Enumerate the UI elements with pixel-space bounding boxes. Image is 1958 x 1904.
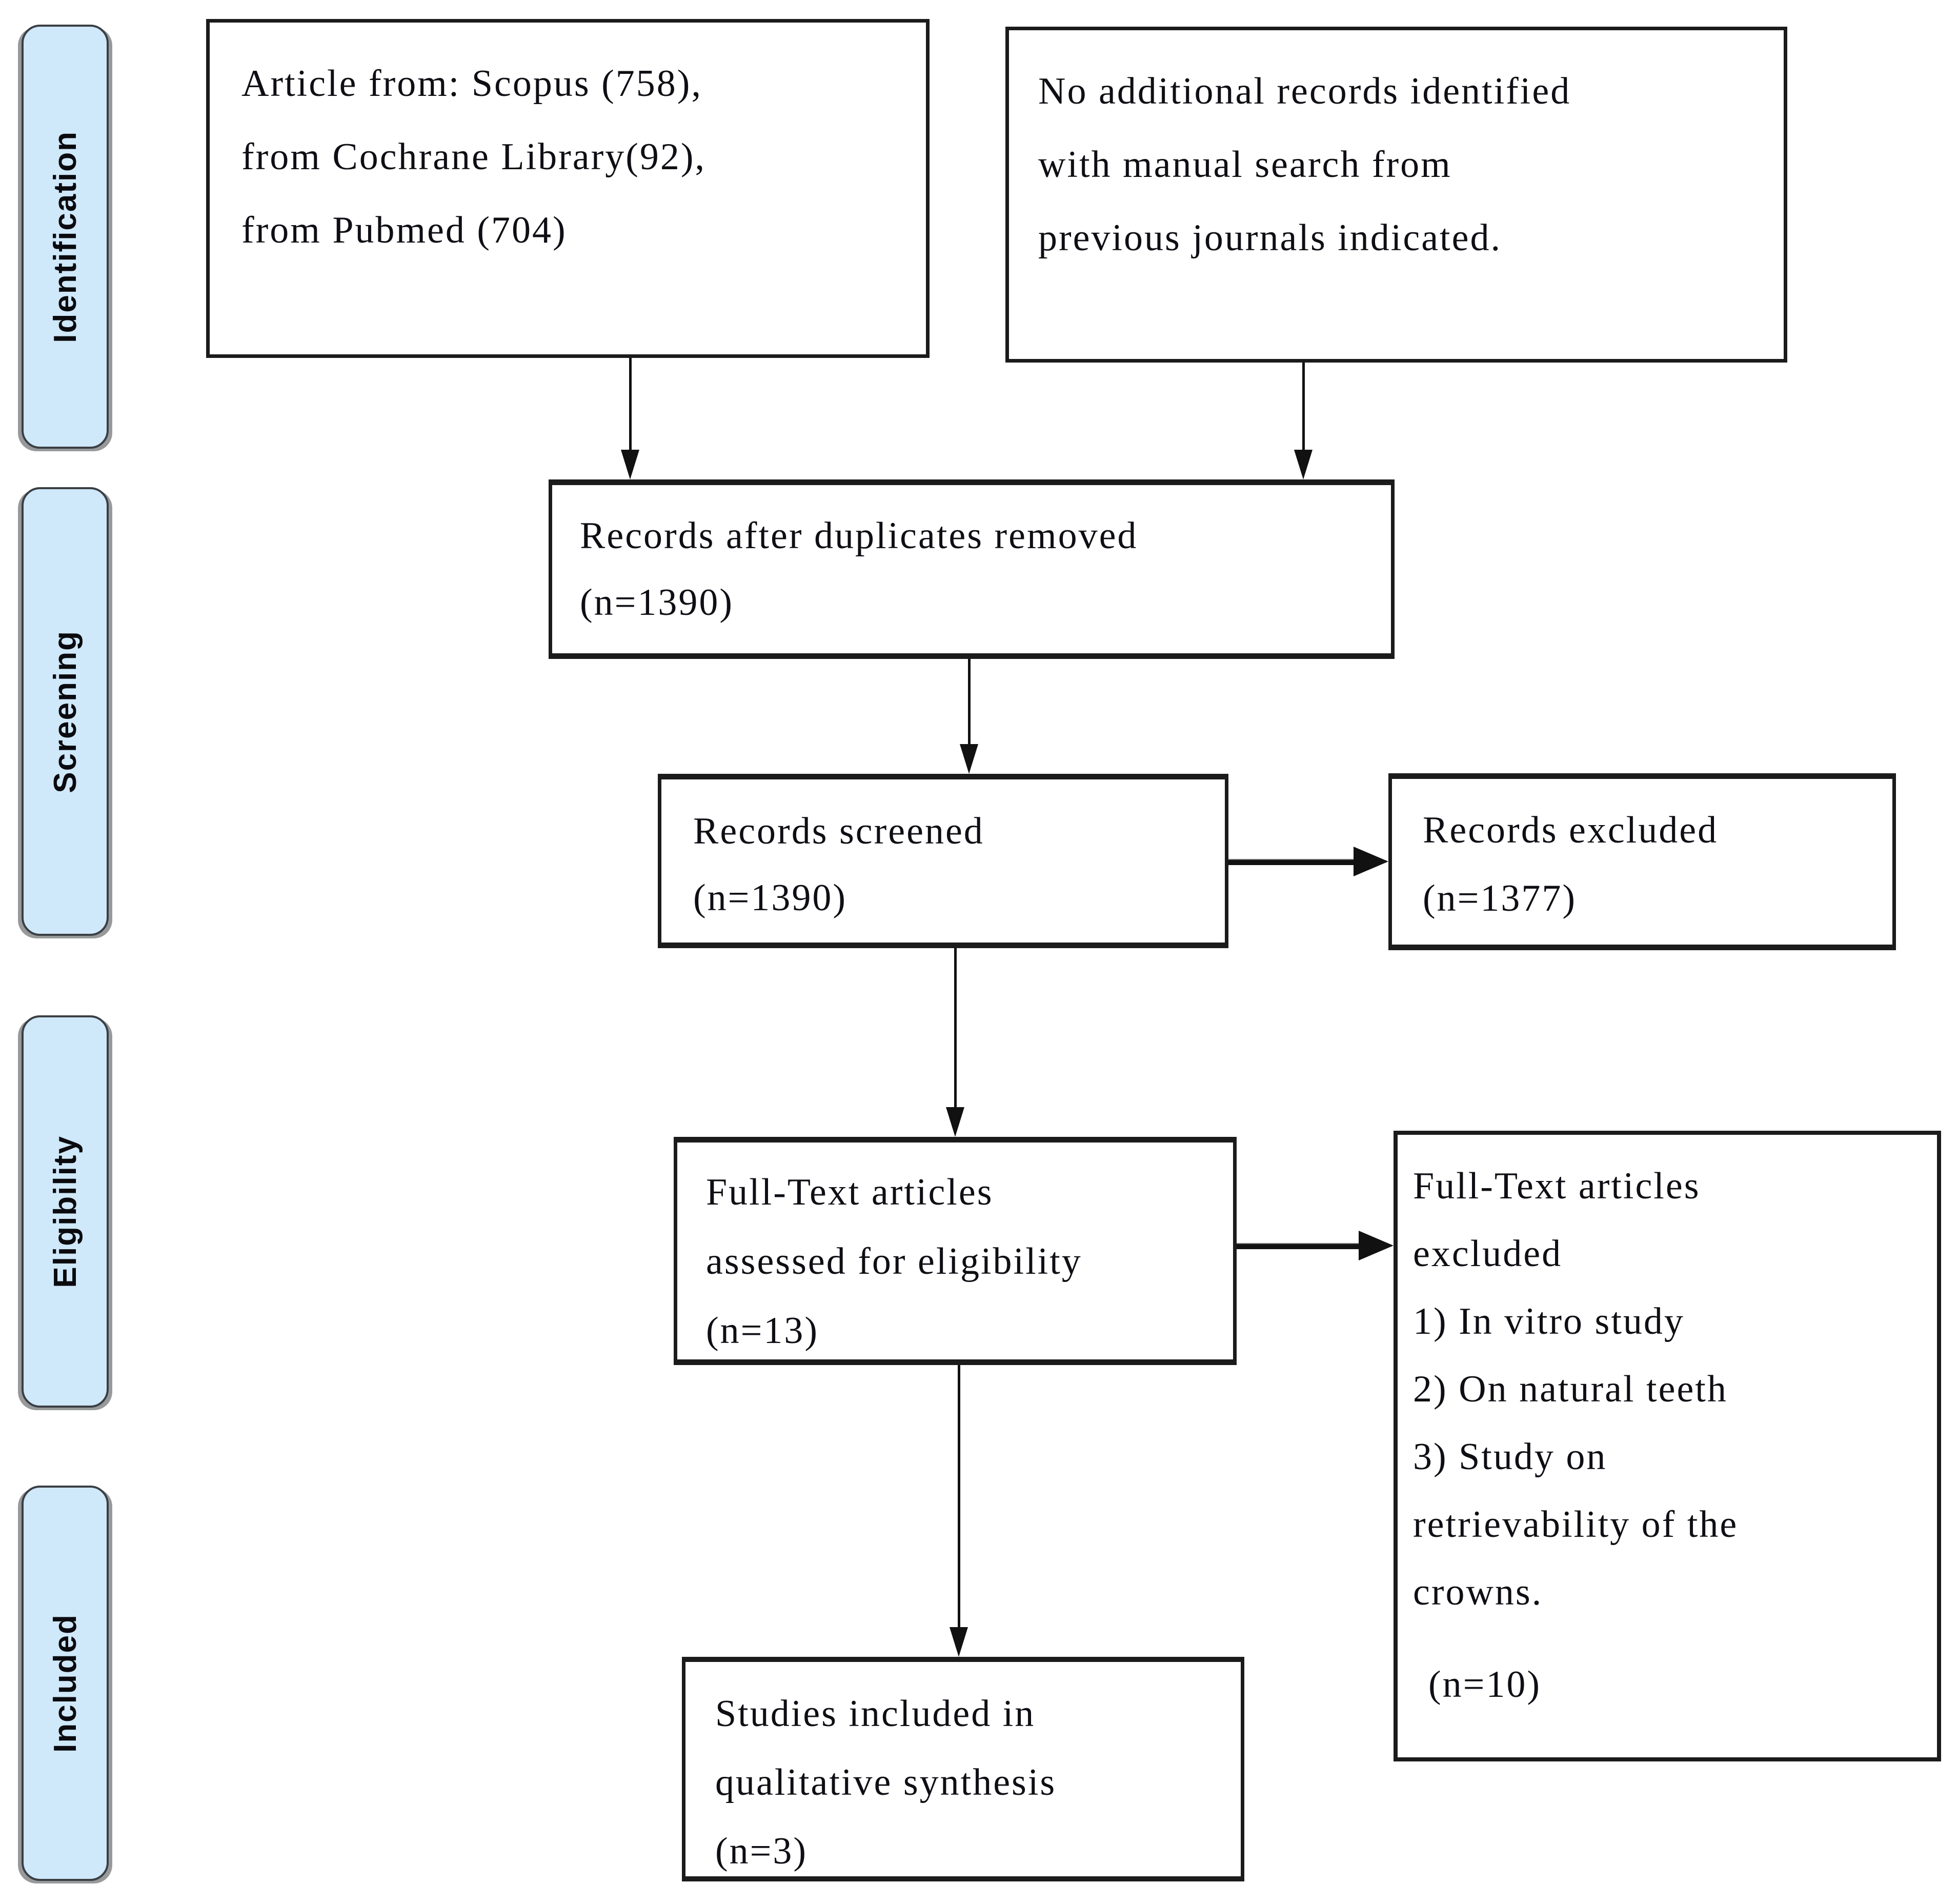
- stage-label-eligibility: Eligibility: [47, 1135, 83, 1288]
- arrow-line-screened-to-excluded: [1228, 859, 1360, 865]
- stage-label-screening: Screening: [47, 630, 83, 793]
- box-text-line: Records screened: [693, 810, 984, 852]
- box-text-line: (n=13): [706, 1310, 819, 1352]
- box-text-line: 1) In vitro study: [1413, 1300, 1685, 1342]
- box-text-line: Full-Text articles: [706, 1171, 994, 1213]
- stage-label-identification: Identification: [47, 130, 83, 343]
- arrowhead-down-icon: [960, 744, 978, 774]
- box-text-line: (n=1390): [693, 877, 847, 919]
- box-fulltext-assessed: Full-Text articles assessed for eligibil…: [674, 1137, 1237, 1365]
- stage-pill-screening: Screening: [22, 487, 109, 936]
- stage-pill-included: Included: [22, 1486, 109, 1881]
- arrow-line-fulltext-to-included: [958, 1365, 960, 1627]
- arrow-line-manual-to-duplicates: [1302, 363, 1305, 450]
- box-text-line: retrievability of the: [1413, 1504, 1739, 1546]
- arrowhead-down-icon: [621, 450, 639, 479]
- box-text-line: previous journals indicated.: [1038, 217, 1502, 259]
- box-text-line: from Pubmed (704): [241, 209, 567, 251]
- arrowhead-down-icon: [946, 1107, 964, 1137]
- arrow-line-fulltext-to-excluded: [1237, 1243, 1359, 1249]
- box-text-line: Article from: Scopus (758),: [241, 63, 702, 105]
- arrowhead-right-icon: [1359, 1231, 1394, 1260]
- arrowhead-right-icon: [1354, 847, 1388, 876]
- arrowhead-down-icon: [950, 1627, 968, 1657]
- box-fulltext-excluded: Full-Text articles excluded 1) In vitro …: [1394, 1131, 1941, 1761]
- box-text-line: (n=3): [715, 1830, 808, 1872]
- box-text-line: crowns.: [1413, 1571, 1543, 1613]
- box-text-line: Studies included in: [715, 1693, 1036, 1735]
- box-studies-included: Studies included in qualitative synthesi…: [682, 1657, 1244, 1881]
- arrow-line-duplicates-to-screened: [968, 659, 971, 744]
- arrow-line-screened-to-fulltext: [954, 948, 957, 1107]
- box-records-after-duplicates: Records after duplicates removed (n=1390…: [549, 479, 1395, 659]
- box-text-line: 2) On natural teeth: [1413, 1368, 1728, 1410]
- box-text-line: from Cochrane Library(92),: [241, 136, 707, 178]
- box-text-line: qualitative synthesis: [715, 1761, 1057, 1803]
- box-text-line: No additional records identified: [1038, 70, 1571, 112]
- arrow-line-sources-to-duplicates: [629, 358, 632, 450]
- box-text-line: Records after duplicates removed: [580, 515, 1138, 557]
- stage-pill-eligibility: Eligibility: [22, 1015, 109, 1408]
- box-records-screened: Records screened (n=1390): [658, 774, 1228, 948]
- box-database-sources: Article from: Scopus (758), from Cochran…: [206, 19, 930, 358]
- box-records-excluded: Records excluded (n=1377): [1388, 773, 1896, 950]
- arrowhead-down-icon: [1294, 450, 1313, 479]
- box-text-line: (n=1390): [580, 582, 734, 624]
- box-text-line: (n=1377): [1423, 877, 1577, 919]
- box-text-line: Full-Text articles: [1413, 1165, 1701, 1207]
- stage-label-included: Included: [47, 1614, 83, 1753]
- box-manual-search: No additional records identified with ma…: [1005, 27, 1787, 363]
- box-text-line: assessed for eligibility: [706, 1240, 1082, 1282]
- box-text-line: excluded: [1413, 1233, 1563, 1275]
- box-text-line: 3) Study on: [1413, 1436, 1607, 1478]
- box-text-line: Records excluded: [1423, 809, 1719, 851]
- box-text-line: with manual search from: [1038, 144, 1452, 186]
- stage-pill-identification: Identification: [22, 25, 109, 449]
- box-text-line: (n=10): [1428, 1664, 1542, 1706]
